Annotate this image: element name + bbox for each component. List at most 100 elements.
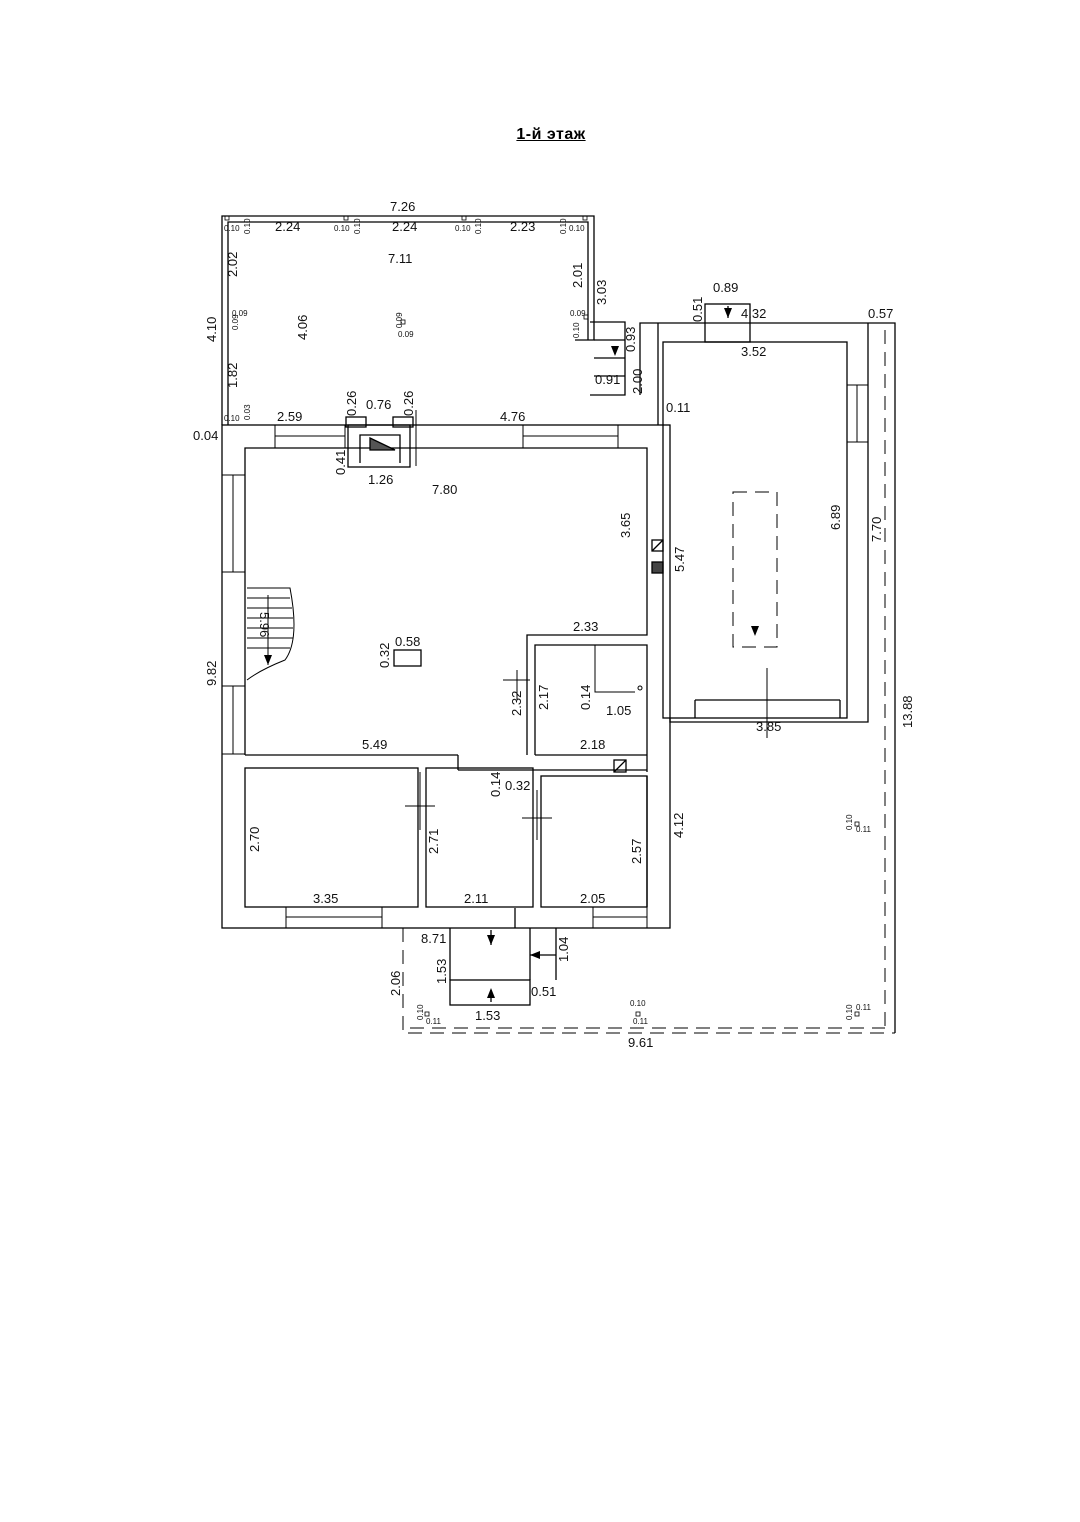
dim-porch-h: 2.06 xyxy=(388,971,403,996)
dim-hall-right-h: 3.65 xyxy=(618,513,633,538)
level-mark: 0.03 xyxy=(243,404,252,420)
dim-steps-w: 1.53 xyxy=(475,1008,500,1023)
dim-wall-032: 0.32 xyxy=(505,778,530,793)
dim-closet-w: 1.05 xyxy=(606,703,631,718)
dim-annex-wall-t: 0.11 xyxy=(666,400,690,415)
level-mark: 0.10 xyxy=(224,224,240,233)
terrace-steps xyxy=(590,321,626,396)
dim-annex-outer-h: 7.70 xyxy=(869,517,884,542)
dim-annex-wall-h: 2.00 xyxy=(630,369,645,394)
stair xyxy=(246,587,295,681)
dim-stair-len: 5.96 xyxy=(257,612,272,637)
dim-terrace-inner-h: 4.06 xyxy=(295,315,310,340)
door-marks xyxy=(405,410,768,840)
dim-annex-step-h: 0.51 xyxy=(690,297,705,322)
dim-closet-h: 0.14 xyxy=(578,685,593,710)
entrance-steps xyxy=(449,908,557,1006)
dim-terrace-top: 7.26 xyxy=(390,199,415,214)
fireplace xyxy=(345,416,414,468)
dim-column-h: 0.32 xyxy=(377,643,392,668)
dashed-outlines xyxy=(402,330,895,1034)
level-markers xyxy=(224,215,860,1017)
level-mark: 0.10 xyxy=(334,224,350,233)
dim-room2-h: 2.71 xyxy=(426,829,441,854)
dim-terrace-right-top: 2.01 xyxy=(570,263,585,288)
dim-annex-inner-w: 3.52 xyxy=(741,344,766,359)
dim-total-width: 9.61 xyxy=(628,1035,653,1050)
level-mark: 0.10 xyxy=(630,999,646,1008)
level-mark: 0.10 xyxy=(416,1004,425,1020)
dim-terrace-left-bottom: 1.82 xyxy=(225,363,240,388)
level-mark: 0.10 xyxy=(845,1004,854,1020)
dim-terrace-bottom-right: 4.76 xyxy=(500,409,525,424)
dim-hall-right-outer: 5.47 xyxy=(672,547,687,572)
dim-corridor-h1: 2.32 xyxy=(509,691,524,716)
dim-overhang: 0.57 xyxy=(868,306,893,321)
level-mark: 0.11 xyxy=(633,1017,649,1026)
dim-steps-side: 1.04 xyxy=(556,937,571,962)
dim-terrace-seg2: 2.24 xyxy=(392,219,417,234)
dim-annex-top: 4.32 xyxy=(741,306,766,321)
dim-hall-bottom: 5.49 xyxy=(362,737,387,752)
level-mark: 0.09 xyxy=(570,309,586,318)
level-mark: 0.10 xyxy=(845,814,854,830)
plan-title: 1-й этаж xyxy=(516,126,586,143)
dim-room1-w: 3.35 xyxy=(313,891,338,906)
dim-annex-side-step: 0.93 xyxy=(623,327,638,352)
dim-terrace-seg1: 2.24 xyxy=(275,219,300,234)
level-mark: 0.11 xyxy=(856,825,872,834)
level-mark: 0.10 xyxy=(572,322,581,338)
level-labels: 0.10 0.10 0.10 0.10 0.10 0.10 0.10 0.10 … xyxy=(224,218,872,1026)
dim-terrace-bottom-left: 2.59 xyxy=(277,409,302,424)
dim-terrace-left-top: 2.02 xyxy=(225,252,240,277)
level-mark: 0.11 xyxy=(856,1003,872,1012)
dim-bath-w: 2.18 xyxy=(580,737,605,752)
annex xyxy=(639,303,896,1033)
dim-chimney-r: 0.26 xyxy=(401,391,416,416)
dim-room1-h: 2.70 xyxy=(247,827,262,852)
dim-corridor-h2: 2.17 xyxy=(536,685,551,710)
dim-room3-w: 2.05 xyxy=(580,891,605,906)
dim-corridor-top: 2.33 xyxy=(573,619,598,634)
dimensions: 7.26 2.24 2.24 2.23 7.11 2.02 2.01 3.03 … xyxy=(193,199,915,1050)
dim-chimney-l: 0.26 xyxy=(344,391,359,416)
dim-wall-014: 0.14 xyxy=(488,772,503,797)
dim-room3-h: 2.57 xyxy=(629,839,644,864)
level-mark: 0.11 xyxy=(426,1017,442,1026)
dim-column-w: 0.58 xyxy=(395,634,420,649)
level-mark: 0.10 xyxy=(474,218,483,234)
dim-annex-step-len: 0.91 xyxy=(595,372,620,387)
dim-terrace-seg3: 2.23 xyxy=(510,219,535,234)
dim-hall-width: 7.80 xyxy=(432,482,457,497)
vent-shafts xyxy=(613,539,664,773)
level-mark: 0.10 xyxy=(243,218,252,234)
level-mark: 0.09 xyxy=(232,309,248,318)
dim-left-height: 9.82 xyxy=(204,661,219,686)
dim-chimney-depth: 0.41 xyxy=(333,450,348,475)
dim-terrace-inner: 7.11 xyxy=(388,251,412,266)
level-mark: 0.10 xyxy=(455,224,471,233)
dim-porch-width: 8.71 xyxy=(421,931,446,946)
dim-chimney-w: 0.76 xyxy=(366,397,391,412)
dim-corner: 0.04 xyxy=(193,428,218,443)
arrows xyxy=(264,308,759,998)
windows xyxy=(221,384,869,929)
main-house-walls xyxy=(221,424,671,929)
dim-room2-w: 2.11 xyxy=(464,891,488,906)
level-mark: 0.10 xyxy=(224,414,240,423)
dim-terrace-right-outer: 3.03 xyxy=(594,280,609,305)
level-mark: 0.10 xyxy=(569,224,585,233)
terrace xyxy=(221,215,595,425)
dim-steps-h: 1.53 xyxy=(434,959,449,984)
dim-steps-side-w: 0.51 xyxy=(531,984,556,999)
level-mark: 0.10 xyxy=(559,218,568,234)
dim-annex-inner-h: 6.89 xyxy=(828,505,843,530)
dim-total-height: 13.88 xyxy=(900,695,915,728)
dim-chimney-base: 1.26 xyxy=(368,472,393,487)
level-mark: 0.10 xyxy=(353,218,362,234)
column xyxy=(393,649,422,667)
level-mark: 0.09 xyxy=(231,314,240,330)
level-mark: 0.09 xyxy=(398,330,414,339)
dim-terrace-height: 4.10 xyxy=(204,317,219,342)
